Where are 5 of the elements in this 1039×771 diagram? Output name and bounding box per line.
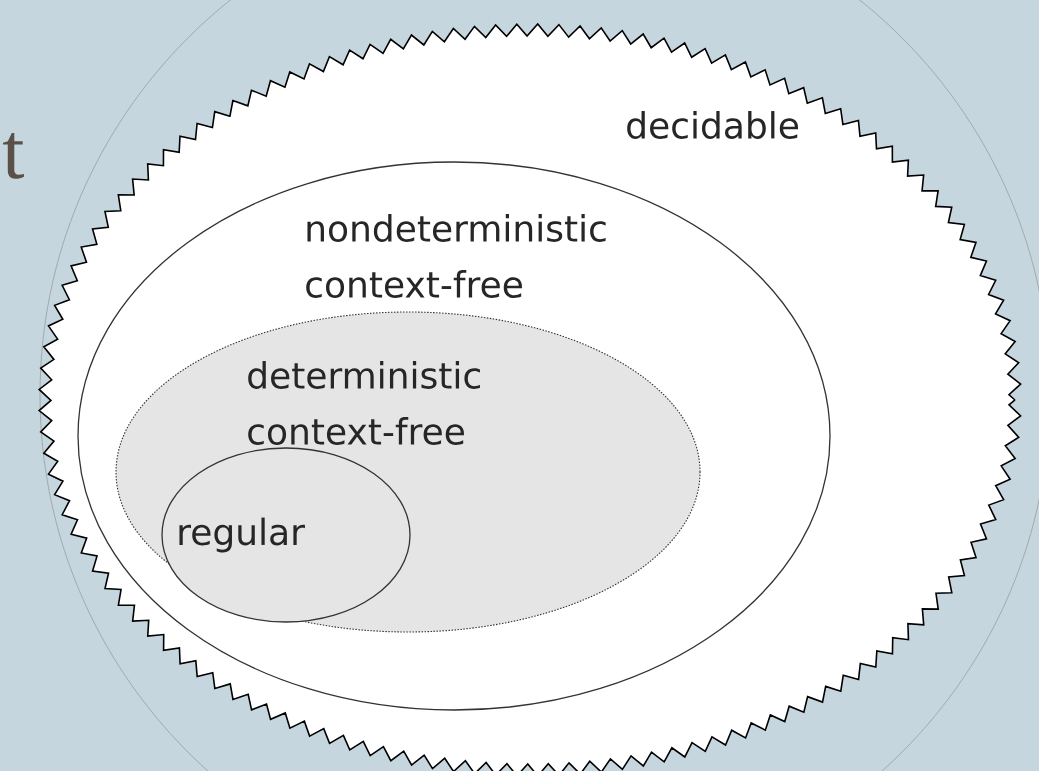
set-label: deterministic context-free (248, 361, 480, 445)
set-label: regular (179, 517, 305, 553)
slide-text: t (3, 132, 24, 179)
set-label: nondeterministic context-free (306, 214, 606, 298)
set-label: decidable (627, 111, 799, 139)
